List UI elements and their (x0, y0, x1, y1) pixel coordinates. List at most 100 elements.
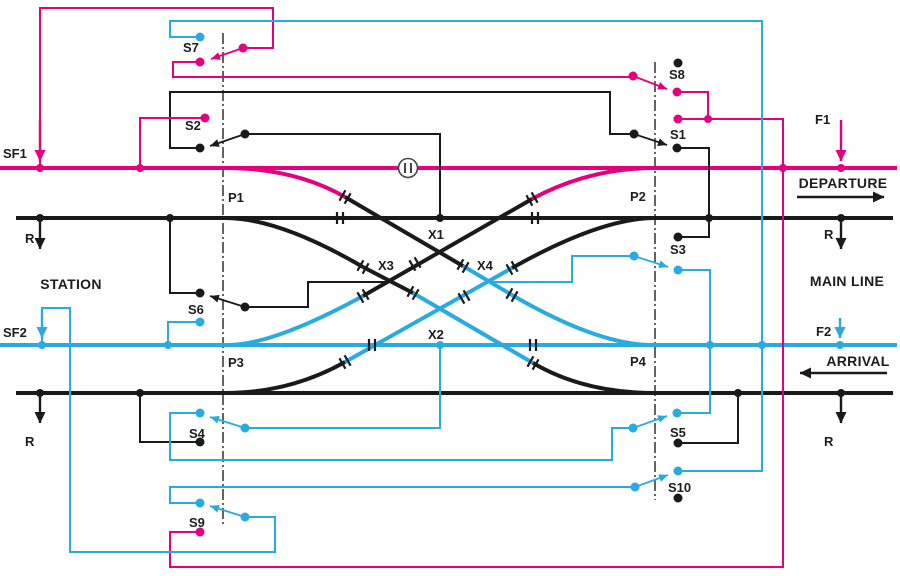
switch-s10-contact-up (673, 466, 683, 476)
junction-dot (36, 389, 44, 397)
label-r-track2-right: R (824, 227, 834, 242)
switch-s9-arm (209, 504, 246, 518)
wire-s8contact-junction (677, 91, 709, 119)
wire-s6pivot-to-x3 (245, 281, 388, 308)
switch-s5-arm (632, 415, 668, 429)
switch-s9 (195, 498, 250, 537)
switch-s5-contact-down (673, 438, 683, 448)
insulated-joint-marks (335, 189, 540, 371)
switch-s8-contact-up (673, 58, 683, 68)
switch-s4-contact-down (195, 437, 205, 447)
label-s2: S2 (185, 118, 201, 133)
switch-s7-arm (210, 47, 244, 60)
label-x3: X3 (378, 258, 394, 273)
label-p3: P3 (228, 355, 244, 370)
switch-s10 (630, 466, 683, 503)
junction-dot (758, 341, 766, 349)
wire-s4contact-to-track4 (139, 393, 200, 443)
label-r-track4-left: R (25, 434, 35, 449)
label-s4: S4 (189, 426, 206, 441)
switches (195, 32, 683, 537)
wire-s2pivot-to-track2 (245, 133, 441, 218)
wire-s1contact-to-s9contact-loop (169, 118, 784, 568)
junction-dot (436, 214, 444, 222)
junction-dot (36, 164, 44, 172)
label-s6: S6 (188, 302, 204, 317)
crossover-p1-lower-black (362, 265, 414, 295)
switch-s3-arm (633, 255, 669, 269)
wire-sf1-to-s7pivot (39, 7, 274, 166)
label-s9: S9 (189, 515, 205, 530)
crossover-p1-lower-black-curve (224, 216, 365, 269)
junction-dot (136, 164, 144, 172)
wire-s2contact-to-track1 (139, 117, 205, 168)
wire-s6contact-to-track2 (169, 218, 200, 294)
magenta-control-wires (39, 7, 784, 568)
labels: SF1 SF2 F1 F2 STATION MAIN LINE DEPARTUR… (3, 40, 889, 530)
switch-s3-contact-down (673, 265, 683, 275)
junction-dot (837, 389, 845, 397)
label-s1: S1 (670, 127, 686, 142)
label-p4: P4 (630, 354, 647, 369)
switch-s4-contact-up (195, 408, 205, 418)
label-main-line: MAIN LINE (810, 273, 884, 289)
crossover-p1-lower-cyan (411, 291, 535, 365)
crossover-p1-upper-black (343, 195, 465, 268)
label-f1: F1 (815, 112, 830, 127)
switch-s7 (195, 32, 248, 67)
crossover-p3-upper-cyan-curve (227, 294, 364, 347)
label-station: STATION (40, 276, 101, 292)
switch-s3-pivot (629, 251, 639, 261)
switch-s2-pivot (240, 129, 250, 139)
switch-s6-pivot (240, 302, 250, 312)
junction-dot (704, 115, 712, 123)
wire-s2contact-to-s1pivot (169, 91, 634, 149)
switch-s1-pivot (629, 129, 639, 139)
switch-s3-contact-up (673, 232, 683, 242)
switch-s3 (629, 232, 683, 275)
switch-s7-pivot (238, 43, 248, 53)
label-x4: X4 (477, 258, 494, 273)
wire-s5contact-to-track4 (678, 393, 739, 444)
switch-s9-contact-down (195, 527, 205, 537)
label-s7: S7 (183, 40, 199, 55)
wire-s4contact-to-s5pivot (169, 412, 633, 461)
switch-s7-contact-down (195, 57, 205, 67)
junction-dot (706, 341, 714, 349)
switch-s8 (628, 58, 683, 97)
junction-dot (837, 164, 845, 172)
switch-s2 (195, 113, 250, 153)
label-x2: X2 (428, 327, 444, 342)
junction-dot (36, 214, 44, 222)
switch-s1 (629, 114, 683, 153)
switch-s1-contact-down (672, 143, 682, 153)
switch-s2-contact-down (195, 143, 205, 153)
wire-s9contact-to-s10pivot (169, 486, 635, 504)
route-r-arrows (34, 220, 847, 424)
label-arrival: ARRIVAL (826, 353, 889, 369)
switch-s5 (628, 408, 683, 448)
label-f2: F2 (816, 324, 831, 339)
track-lines (0, 166, 897, 395)
switch-s4-arm (209, 415, 246, 429)
junction-dot (734, 389, 742, 397)
point-centerlines (222, 33, 656, 524)
wire-s7contact-to-s8pivot (172, 61, 633, 78)
switch-s10-contact-down (673, 493, 683, 503)
switch-s6 (195, 288, 250, 327)
switch-s8-pivot (628, 71, 638, 81)
switch-s8-arm (632, 75, 668, 90)
junction-dot (836, 341, 844, 349)
wire-s6contact-to-track3 (167, 321, 200, 345)
switch-s2-arm (209, 133, 246, 147)
label-sf1: SF1 (3, 146, 27, 161)
switch-s8-contact-down (672, 87, 682, 97)
switch-s1-contact-up (673, 114, 683, 124)
switch-s6-contact-down (195, 317, 205, 327)
wire-s1contact-track2-s3contact (677, 147, 710, 238)
label-r-track4-right: R (824, 434, 834, 449)
junction-dot (436, 341, 444, 349)
switch-s2-contact-up (200, 113, 210, 123)
